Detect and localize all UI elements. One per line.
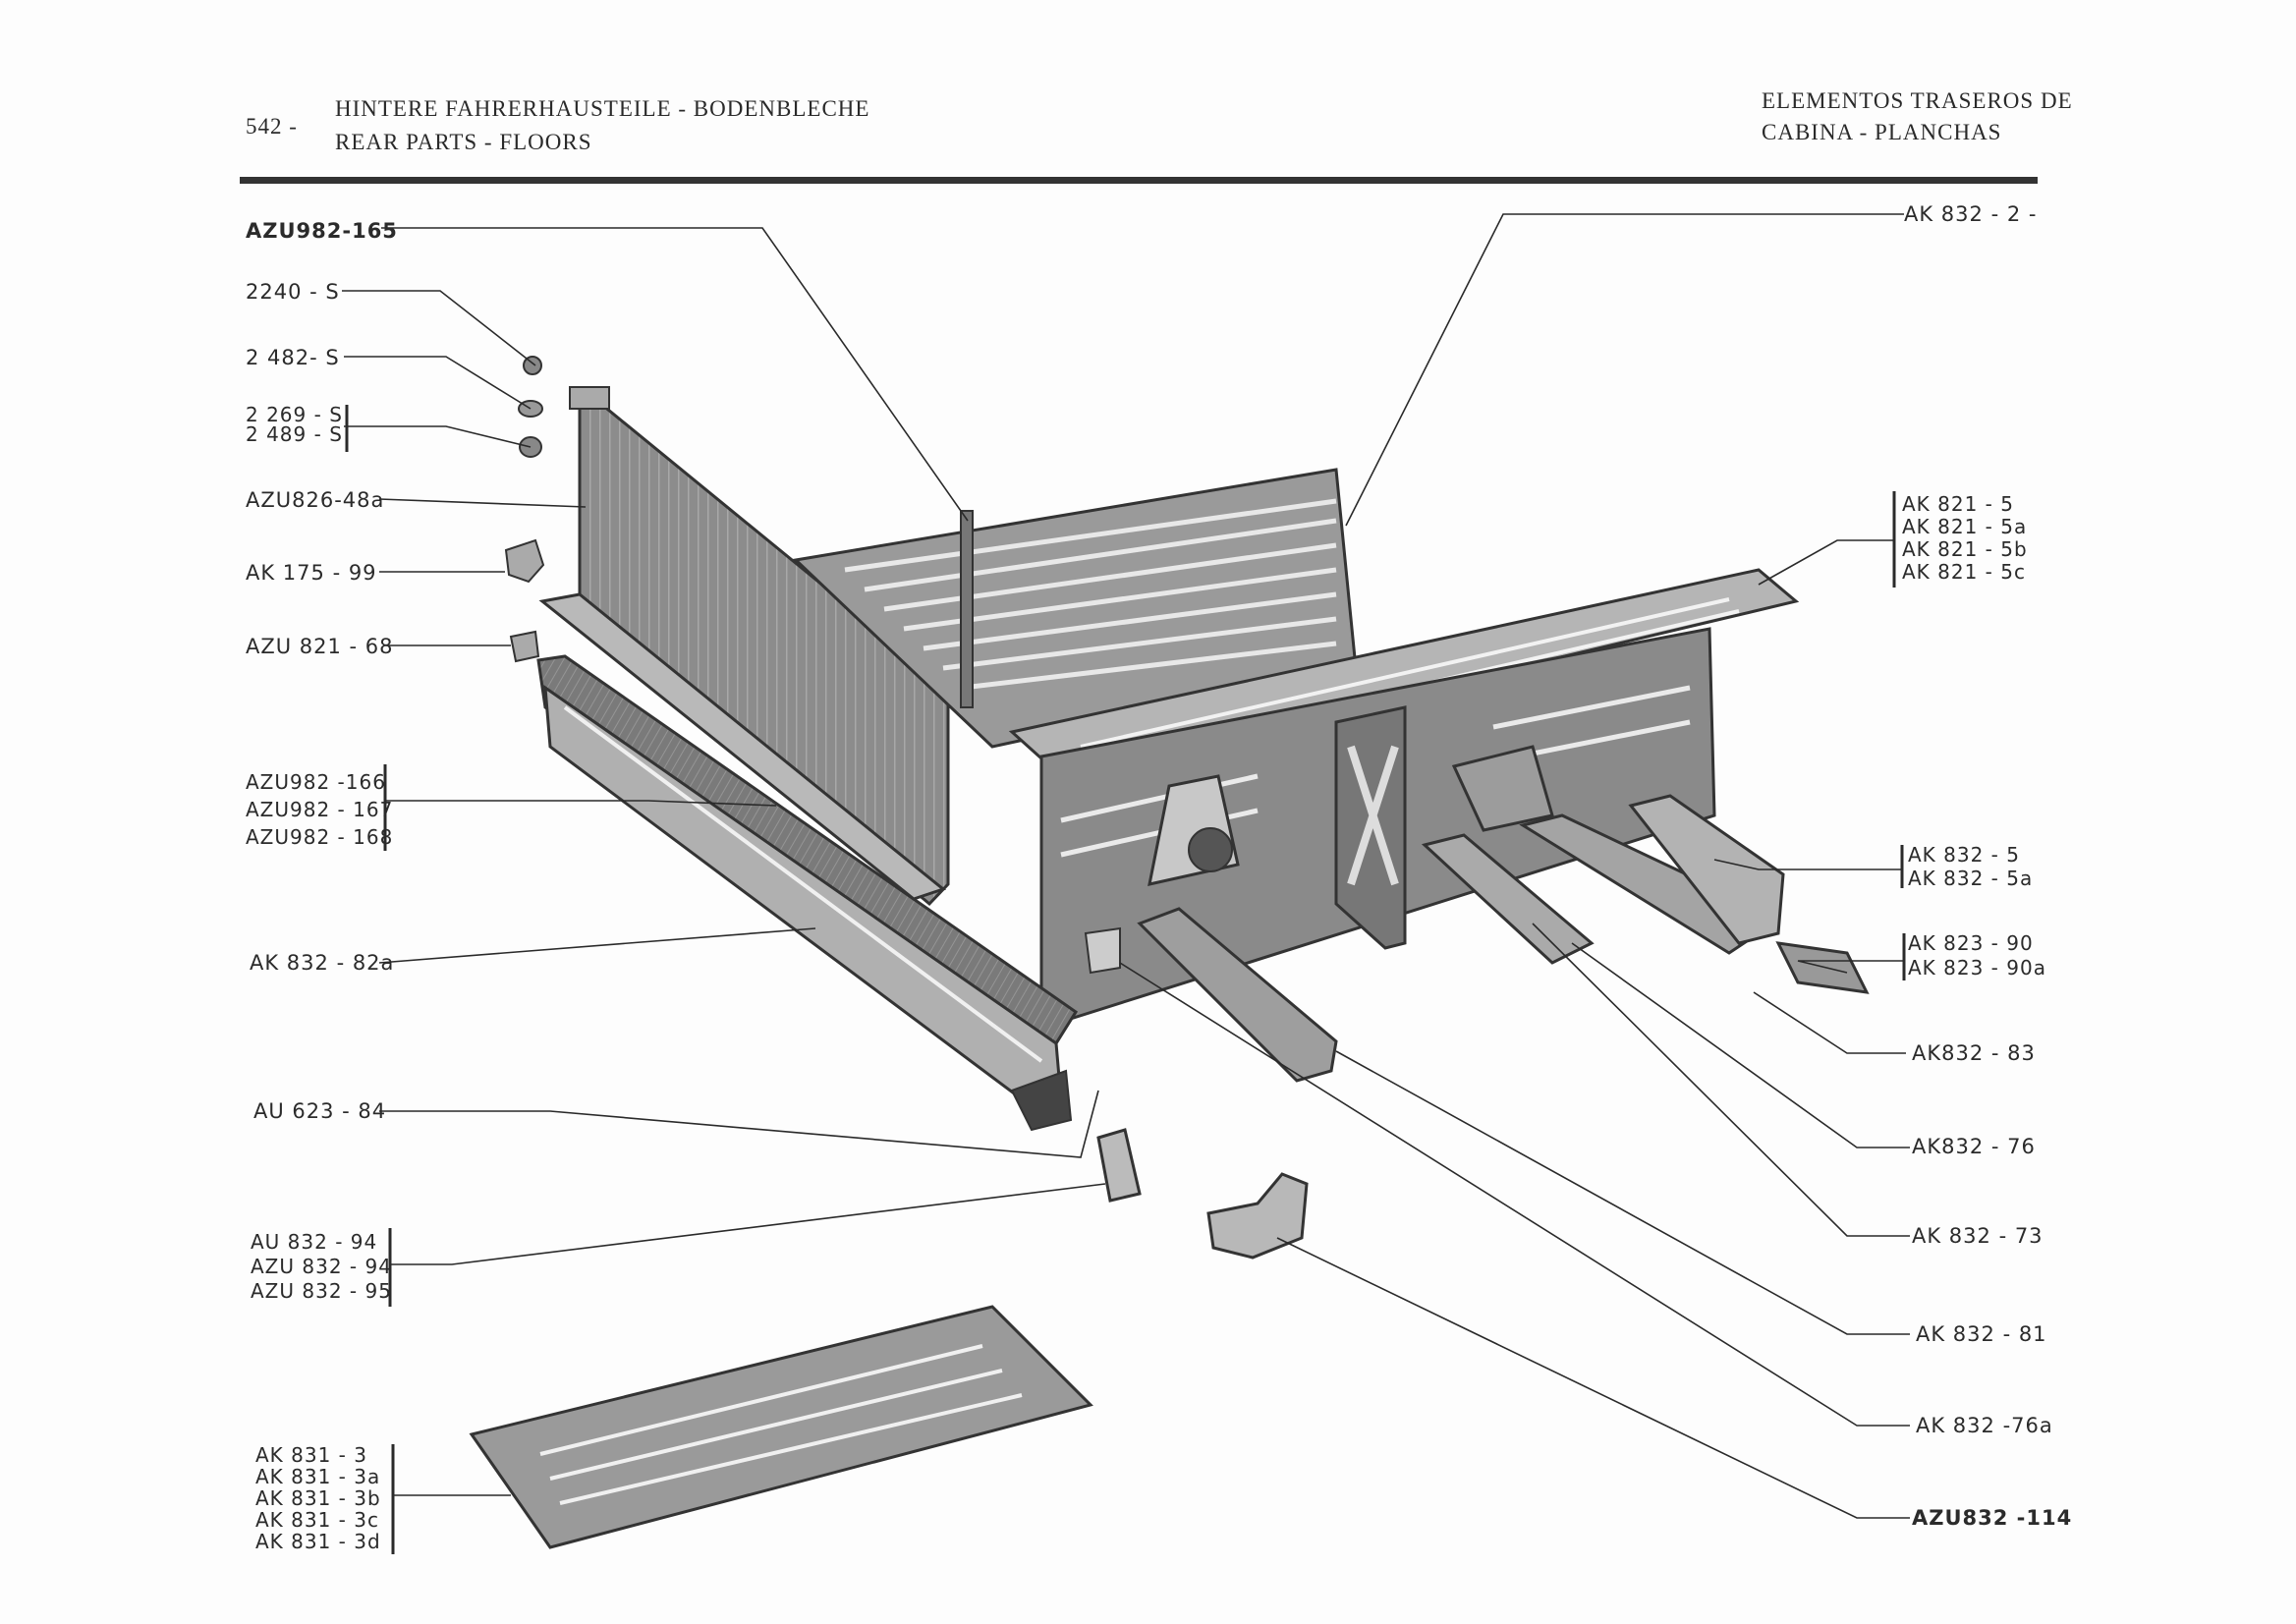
label-azu826-48a: AZU826-48a	[246, 488, 385, 512]
label-ak832-2: AK 832 - 2 -	[1904, 202, 2038, 226]
label-ak823-90: AK 823 - 90	[1908, 931, 2034, 955]
label-au623-84: AU 623 - 84	[253, 1099, 387, 1123]
right-rail-3	[1628, 794, 1785, 945]
label-ak832-5: AK 832 - 5	[1908, 843, 2020, 867]
label-ak832-83: AK832 - 83	[1912, 1041, 2036, 1065]
label-azu982-168: AZU982 - 168	[246, 825, 394, 849]
bolt-2240	[523, 356, 542, 375]
left-floor-strip	[538, 592, 947, 901]
label-2489-s: 2 489 - S	[246, 422, 343, 446]
label-au832-94: AU 832 - 94	[251, 1230, 378, 1254]
label-ak831-3c: AK 831 - 3c	[255, 1508, 379, 1532]
label-azu821-68: AZU 821 - 68	[246, 635, 394, 658]
center-rail	[1137, 907, 1338, 1083]
label-ak831-3d: AK 831 - 3d	[255, 1530, 381, 1553]
title-spanish-line2: CABINA - PLANCHAS	[1762, 120, 2002, 144]
label-azu982-166: AZU982 -166	[246, 770, 386, 794]
label-ak175-99: AK 175 - 99	[246, 561, 377, 585]
label-ak823-90a: AK 823 - 90a	[1908, 956, 2046, 980]
title-english: REAR PARTS - FLOORS	[335, 130, 592, 154]
label-ak832-5a: AK 832 - 5a	[1908, 867, 2034, 890]
label-ak831-3: AK 831 - 3	[255, 1443, 367, 1467]
label-ak832-82a: AK 832 - 82a	[250, 951, 395, 975]
label-azu832-95: AZU 832 - 95	[251, 1279, 392, 1303]
label-ak832-76: AK832 - 76	[1912, 1135, 2036, 1158]
loose-floor-panel	[469, 1305, 1093, 1549]
label-ak821-5: AK 821 - 5	[1902, 492, 2014, 516]
label-ak832-76a: AK 832 -76a	[1916, 1414, 2053, 1437]
label-2240-s: 2240 - S	[246, 280, 340, 304]
bolt-rod	[960, 510, 974, 708]
page-number: 542 -	[246, 114, 298, 139]
gusset-part	[1206, 1172, 1309, 1260]
label-ak832-81: AK 832 - 81	[1916, 1322, 2047, 1346]
label-ak831-3a: AK 831 - 3a	[255, 1465, 381, 1488]
label-azu832-114: AZU832 -114	[1912, 1506, 2073, 1530]
right-rail-1	[1421, 833, 1595, 965]
header-rule	[240, 177, 2038, 184]
label-ak831-3b: AK 831 - 3b	[255, 1486, 381, 1510]
label-azu982-165: AZU982-165	[246, 219, 398, 243]
label-ak832-73: AK 832 - 73	[1912, 1224, 2044, 1248]
title-german: HINTERE FAHRERHAUSTEILE - BODENBLECHE	[335, 96, 870, 121]
label-azu982-167: AZU982 - 167	[246, 798, 394, 821]
label-ak821-5b: AK 821 - 5b	[1902, 537, 2028, 561]
title-spanish-line1: ELEMENTOS TRASEROS DE	[1762, 88, 2073, 113]
label-2482-s: 2 482- S	[246, 346, 340, 369]
group-brackets	[345, 405, 1906, 1554]
leader-lines	[342, 213, 1910, 1519]
clip-azu821	[509, 630, 540, 663]
au-bracket	[1096, 1128, 1142, 1203]
label-azu832-94: AZU 832 - 94	[251, 1255, 392, 1278]
left-sill-rail	[536, 654, 1079, 1046]
bracket-rail	[1775, 941, 1870, 994]
bracket-ak175	[504, 538, 545, 584]
label-2269-s: 2 269 - S	[246, 403, 343, 426]
label-ak821-5c: AK 821 - 5c	[1902, 560, 2026, 584]
small-tab	[1084, 926, 1121, 975]
right-wheel-arch	[1451, 745, 1554, 832]
label-ak821-5a: AK 821 - 5a	[1902, 515, 2028, 538]
